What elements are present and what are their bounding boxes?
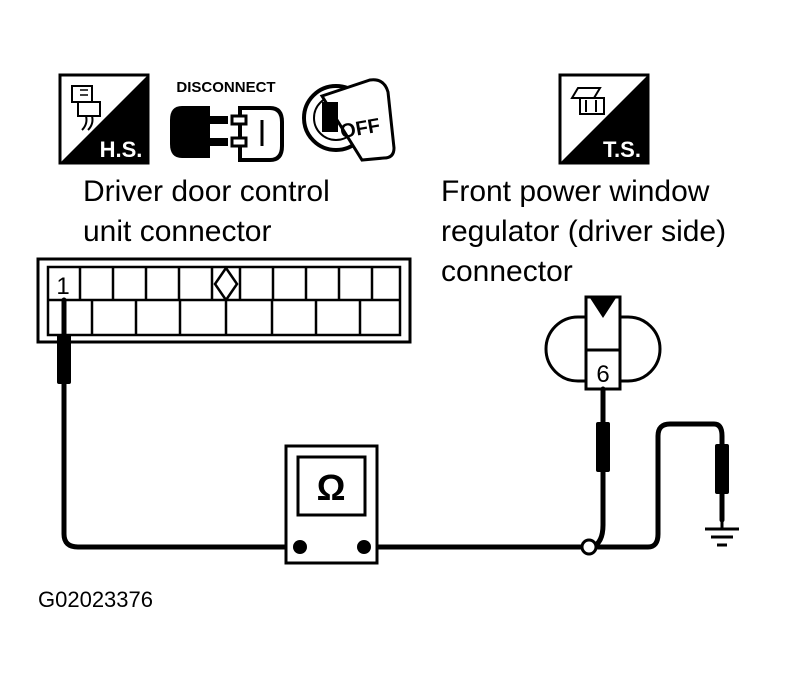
left-connector-title-line-1: Driver door control (83, 175, 330, 208)
right-connector-title-line-1: Front power window (441, 175, 710, 208)
disconnect-label: DISCONNECT (176, 79, 275, 96)
right-terminal-number: 6 (596, 361, 609, 388)
left-connector-title: Driver door control unit connector (83, 172, 330, 252)
front-power-window-regulator-connector: 6 (544, 295, 662, 391)
ts-label: T.S. (603, 137, 641, 162)
hs-label: H.S. (100, 137, 143, 162)
left-terminal-number: 1 (56, 273, 69, 300)
right-connector-title-line-2: regulator (driver side) (441, 215, 727, 248)
ground-icon (705, 520, 739, 547)
disconnect-connector-icon: DISCONNECT (170, 79, 284, 162)
test-probes (57, 334, 729, 494)
driver-door-control-unit-connector: 1 (36, 257, 412, 344)
right-connector-title: Front power window regulator (driver sid… (441, 172, 726, 292)
terminal-side-icon: T.S. (558, 73, 650, 165)
figure-id: G02023376 (38, 587, 153, 612)
right-connector-title-line-3: connector (441, 255, 573, 288)
ohmmeter-icon: Ω (284, 444, 379, 565)
left-connector-title-line-2: unit connector (83, 215, 272, 248)
wire-junction (580, 538, 598, 556)
harness-side-icon: H.S. (58, 73, 150, 165)
ignition-key-off-icon: OFF (302, 78, 396, 162)
ohm-symbol: Ω (317, 467, 346, 508)
